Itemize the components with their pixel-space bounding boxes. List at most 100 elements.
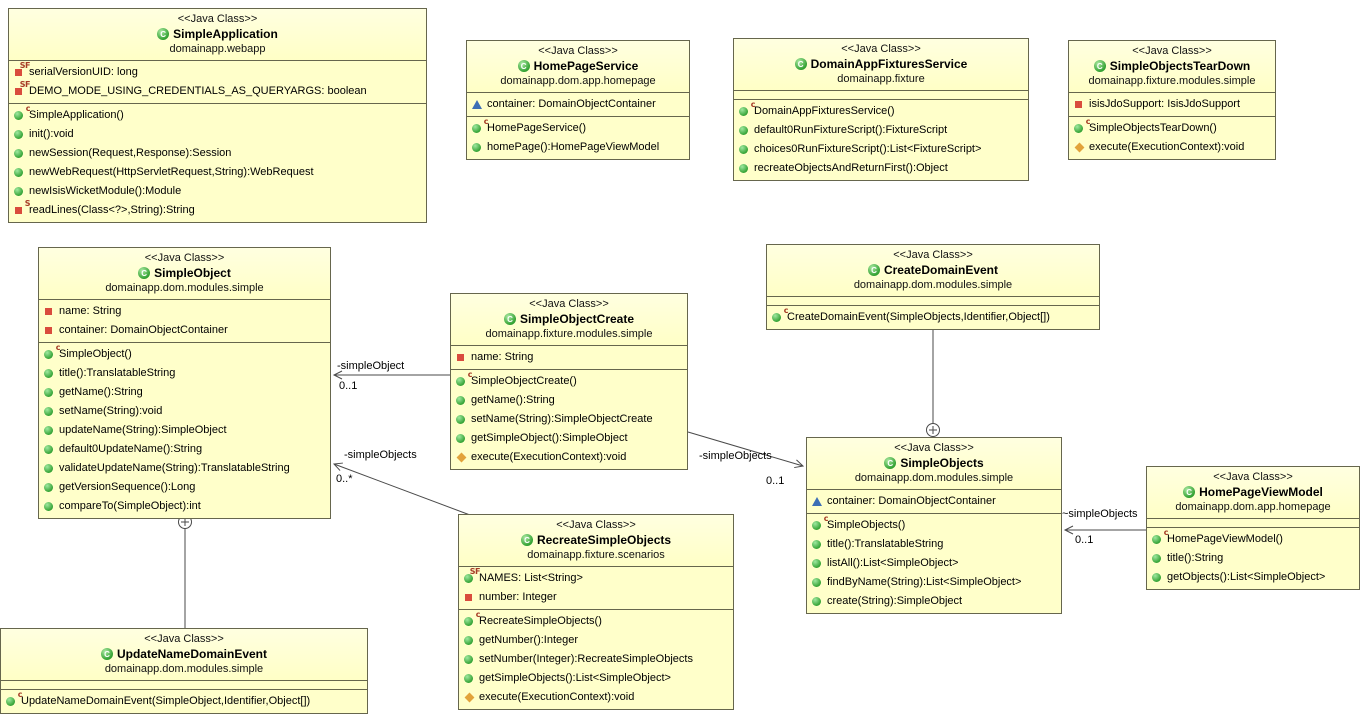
field-row[interactable]: container: DomainObjectContainer — [467, 94, 689, 113]
member-label: getVersionSequence():Long — [59, 480, 196, 493]
public-method-icon — [471, 140, 484, 153]
method-row[interactable]: title():TranslatableString — [807, 534, 1061, 553]
public-method-icon — [455, 431, 468, 444]
class-box-updatenamedomainevent[interactable]: <<Java Class>> UpdateNameDomainEvent dom… — [0, 628, 368, 714]
nesting-createdomainevent-in-simpleobjects[interactable] — [926, 329, 940, 437]
method-row[interactable]: newWebRequest(HttpServletRequest,String)… — [9, 162, 426, 181]
method-row[interactable]: getName():String — [39, 382, 330, 401]
association-multiplicity-label[interactable]: 0..* — [336, 473, 353, 485]
class-icon — [503, 313, 516, 325]
field-row[interactable]: container: DomainObjectContainer — [807, 491, 1061, 510]
method-row[interactable]: validateUpdateName(String):TranslatableS… — [39, 458, 330, 477]
method-row[interactable]: compareTo(SimpleObject):int — [39, 496, 330, 515]
association-recreatesimpleobjects-to-simpleobject[interactable] — [332, 462, 471, 516]
class-header: <<Java Class>> CreateDomainEvent domaina… — [767, 245, 1099, 296]
association-multiplicity-label[interactable]: 0..1 — [339, 380, 358, 392]
class-box-homepageviewmodel[interactable]: <<Java Class>> HomePageViewModel domaina… — [1146, 466, 1360, 590]
method-row[interactable]: execute(ExecutionContext):void — [451, 447, 687, 466]
class-box-homepageservice[interactable]: <<Java Class>> HomePageService domainapp… — [466, 40, 690, 160]
member-label: SimpleApplication() — [29, 108, 124, 121]
association-role-label[interactable]: -simpleObjects — [699, 450, 772, 462]
public-method-icon — [463, 671, 476, 684]
method-row[interactable]: recreateObjectsAndReturnFirst():Object — [734, 158, 1028, 177]
method-row[interactable]: default0RunFixtureScript():FixtureScript — [734, 120, 1028, 139]
method-row[interactable]: getObjects():List<SimpleObject> — [1147, 567, 1359, 586]
protected-method-icon — [463, 690, 476, 703]
method-row[interactable]: init():void — [9, 124, 426, 143]
class-box-simpleobjectsteardown[interactable]: <<Java Class>> SimpleObjectsTearDown dom… — [1068, 40, 1276, 160]
method-row[interactable]: getSimpleObjects():List<SimpleObject> — [459, 668, 733, 687]
method-row[interactable]: setNumber(Integer):RecreateSimpleObjects — [459, 649, 733, 668]
method-row[interactable]: newSession(Request,Response):Session — [9, 143, 426, 162]
field-row[interactable]: name: String — [451, 347, 687, 366]
method-row[interactable]: findByName(String):List<SimpleObject> — [807, 572, 1061, 591]
class-box-simpleapplication[interactable]: <<Java Class>> SimpleApplication domaina… — [8, 8, 427, 223]
method-row[interactable]: getNumber():Integer — [459, 630, 733, 649]
nesting-updatenamedomainevent-in-simpleobject[interactable] — [178, 515, 192, 630]
method-row[interactable]: execute(ExecutionContext):void — [1069, 137, 1275, 156]
association-multiplicity-label[interactable]: 0..1 — [766, 475, 785, 487]
field-row[interactable]: container: DomainObjectContainer — [39, 320, 330, 339]
public-method-icon: c — [463, 611, 481, 627]
class-name: CreateDomainEvent — [883, 263, 999, 277]
class-box-simpleobjects[interactable]: <<Java Class>> SimpleObjects domainapp.d… — [806, 437, 1062, 614]
stereotype: <<Java Class>> — [177, 13, 258, 25]
method-row[interactable]: create(String):SimpleObject — [807, 591, 1061, 610]
class-box-domainappfixturesservice[interactable]: <<Java Class>> DomainAppFixturesService … — [733, 38, 1029, 181]
method-row[interactable]: default0UpdateName():String — [39, 439, 330, 458]
method-row[interactable]: listAll():List<SimpleObject> — [807, 553, 1061, 572]
package-name: domainapp.dom.modules.simple — [104, 663, 264, 675]
method-row[interactable]: title():TranslatableString — [39, 363, 330, 382]
protected-method-icon — [1073, 140, 1086, 153]
class-box-createdomainevent[interactable]: <<Java Class>> CreateDomainEvent domaina… — [766, 244, 1100, 330]
field-row[interactable]: isisJdoSupport: IsisJdoSupport — [1069, 94, 1275, 113]
private-method-icon: S — [13, 200, 31, 216]
method-row[interactable]: title():String — [1147, 548, 1359, 567]
association-role-label[interactable]: ~simpleObjects — [1062, 508, 1138, 520]
stereotype: <<Java Class>> — [1132, 45, 1212, 57]
method-row[interactable]: homePage():HomePageViewModel — [467, 137, 689, 156]
class-box-recreatesimpleobjects[interactable]: <<Java Class>> RecreateSimpleObjects dom… — [458, 514, 734, 710]
class-header: <<Java Class>> SimpleApplication domaina… — [9, 9, 426, 60]
association-role-label[interactable]: -simpleObject — [337, 360, 405, 372]
class-box-simpleobjectcreate[interactable]: <<Java Class>> SimpleObjectCreate domain… — [450, 293, 688, 470]
field-row[interactable]: name: String — [39, 301, 330, 320]
association-multiplicity-label[interactable]: 0..1 — [1075, 534, 1094, 546]
public-method-icon — [43, 499, 56, 512]
method-row[interactable]: setName(String):void — [39, 401, 330, 420]
public-method-icon — [811, 594, 824, 607]
private-field-icon: SF — [13, 81, 31, 97]
method-row[interactable]: getVersionSequence():Long — [39, 477, 330, 496]
public-method-icon — [13, 127, 26, 140]
field-row[interactable]: number: Integer — [459, 587, 733, 606]
private-field-icon: SF — [13, 62, 31, 78]
class-box-simpleobject[interactable]: <<Java Class>> SimpleObject domainapp.do… — [38, 247, 331, 519]
method-row[interactable]: setName(String):SimpleObjectCreate — [451, 409, 687, 428]
method-row[interactable]: newIsisWicketModule():Module — [9, 181, 426, 200]
method-row[interactable]: choices0RunFixtureScript():List<FixtureS… — [734, 139, 1028, 158]
private-field-icon — [463, 590, 476, 603]
method-row[interactable]: getSimpleObject():SimpleObject — [451, 428, 687, 447]
method-row[interactable]: execute(ExecutionContext):void — [459, 687, 733, 706]
method-row[interactable]: updateName(String):SimpleObject — [39, 420, 330, 439]
association-role-label[interactable]: -simpleObjects — [344, 449, 417, 461]
method-row[interactable]: getName():String — [451, 390, 687, 409]
